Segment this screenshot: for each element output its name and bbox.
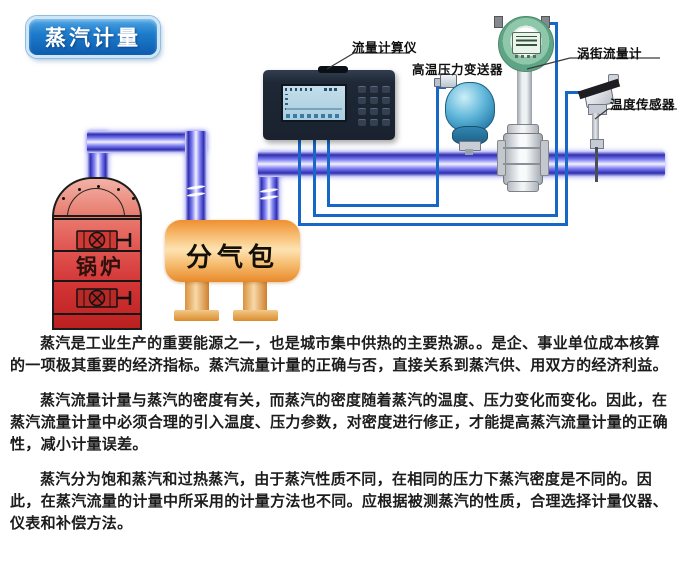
vortex-flowmeter-label: 涡街流量计 — [577, 47, 643, 61]
transmitter-stem — [465, 149, 473, 155]
vortex-flange — [540, 140, 549, 176]
wire-transmitter-riser — [436, 86, 439, 207]
flow-calculator-label: 流量计算仪 — [352, 41, 418, 55]
boiler-seam — [52, 218, 142, 220]
manifold-leg — [243, 282, 267, 312]
screen-axis-marks — [285, 94, 288, 110]
wire-vortex-drop — [313, 140, 316, 217]
manifold-foot — [233, 310, 278, 321]
wire-transmitter-drop — [327, 140, 330, 206]
title-badge-text: 蒸汽计量 — [45, 27, 141, 50]
screen-text-row — [324, 88, 338, 91]
pipe-main-steam-line — [258, 151, 665, 177]
vortex-mount-lug — [494, 16, 503, 28]
boiler-dome-rivets — [62, 197, 65, 200]
boiler-burner-door-icon — [76, 288, 132, 308]
boiler-burner-door-icon — [76, 230, 132, 250]
boiler-seam — [52, 313, 142, 315]
vortex-keys — [515, 55, 537, 58]
boiler-shell — [52, 215, 142, 330]
pipe-boiler-top-run — [87, 131, 207, 153]
wire-vortex-run — [313, 214, 558, 217]
transmitter-cable-gland — [440, 74, 457, 88]
pipe-manifold-inlet — [185, 131, 207, 222]
manifold-label: 分气包 — [185, 242, 279, 272]
screen-tick-row — [286, 114, 342, 118]
boiler-label: 锅炉 — [76, 256, 124, 279]
manifold-leg — [185, 282, 209, 312]
vortex-neck — [517, 70, 532, 128]
temperature-sensor-label: 温度传感器 — [610, 98, 676, 112]
boiler-seam — [52, 280, 142, 282]
vortex-body-seam — [503, 163, 541, 165]
article-text: 蒸汽是工业生产的重要能源之一，也是城市集中供热的主要热源。。是企、事业单位成本核… — [10, 333, 672, 548]
sensor-stem — [592, 113, 599, 139]
wire-temp-tap — [565, 91, 583, 94]
wire-temp-riser — [565, 91, 568, 226]
wire-vortex-tap — [546, 22, 558, 25]
paragraph-density-compensation: 蒸汽流量计量与蒸汽的密度有关，而蒸汽的密度随着蒸汽的温度、压力变化而变化。因此，… — [10, 392, 668, 453]
paragraph-steam-types: 蒸汽分为饱和蒸汽和过热蒸汽，由于蒸汽性质不同，在相同的压力下蒸汽密度是不同的。因… — [10, 471, 668, 532]
wire-temp-drop — [298, 140, 301, 226]
manifold-foot — [174, 310, 219, 321]
title-badge: 蒸汽计量 — [26, 16, 160, 58]
paragraph-steam-importance: 蒸汽是工业生产的重要能源之一，也是城市集中供热的主要热源。。是企、事业单位成本核… — [10, 335, 668, 374]
wire-temp-run — [298, 223, 568, 226]
flow-calculator-handle — [318, 66, 348, 73]
wire-transmitter-run — [327, 204, 439, 207]
flow-calculator-keypad — [358, 86, 390, 126]
boiler-seam — [52, 250, 142, 252]
screen-trend-line — [286, 108, 342, 110]
vortex-bottom-flange — [507, 181, 539, 192]
wire-vortex-riser — [555, 22, 558, 217]
vortex-display — [512, 32, 541, 54]
pressure-transmitter-label: 高温压力变送器 — [412, 63, 504, 77]
vortex-flange — [497, 140, 506, 176]
screen-text-row — [285, 88, 313, 91]
vortex-meter-body — [503, 133, 543, 185]
sensor-probe — [595, 147, 598, 182]
vortex-body-seam — [503, 147, 541, 149]
boiler-dome — [52, 177, 142, 218]
steam-manifold — [165, 220, 300, 282]
pressure-transmitter — [445, 82, 495, 132]
